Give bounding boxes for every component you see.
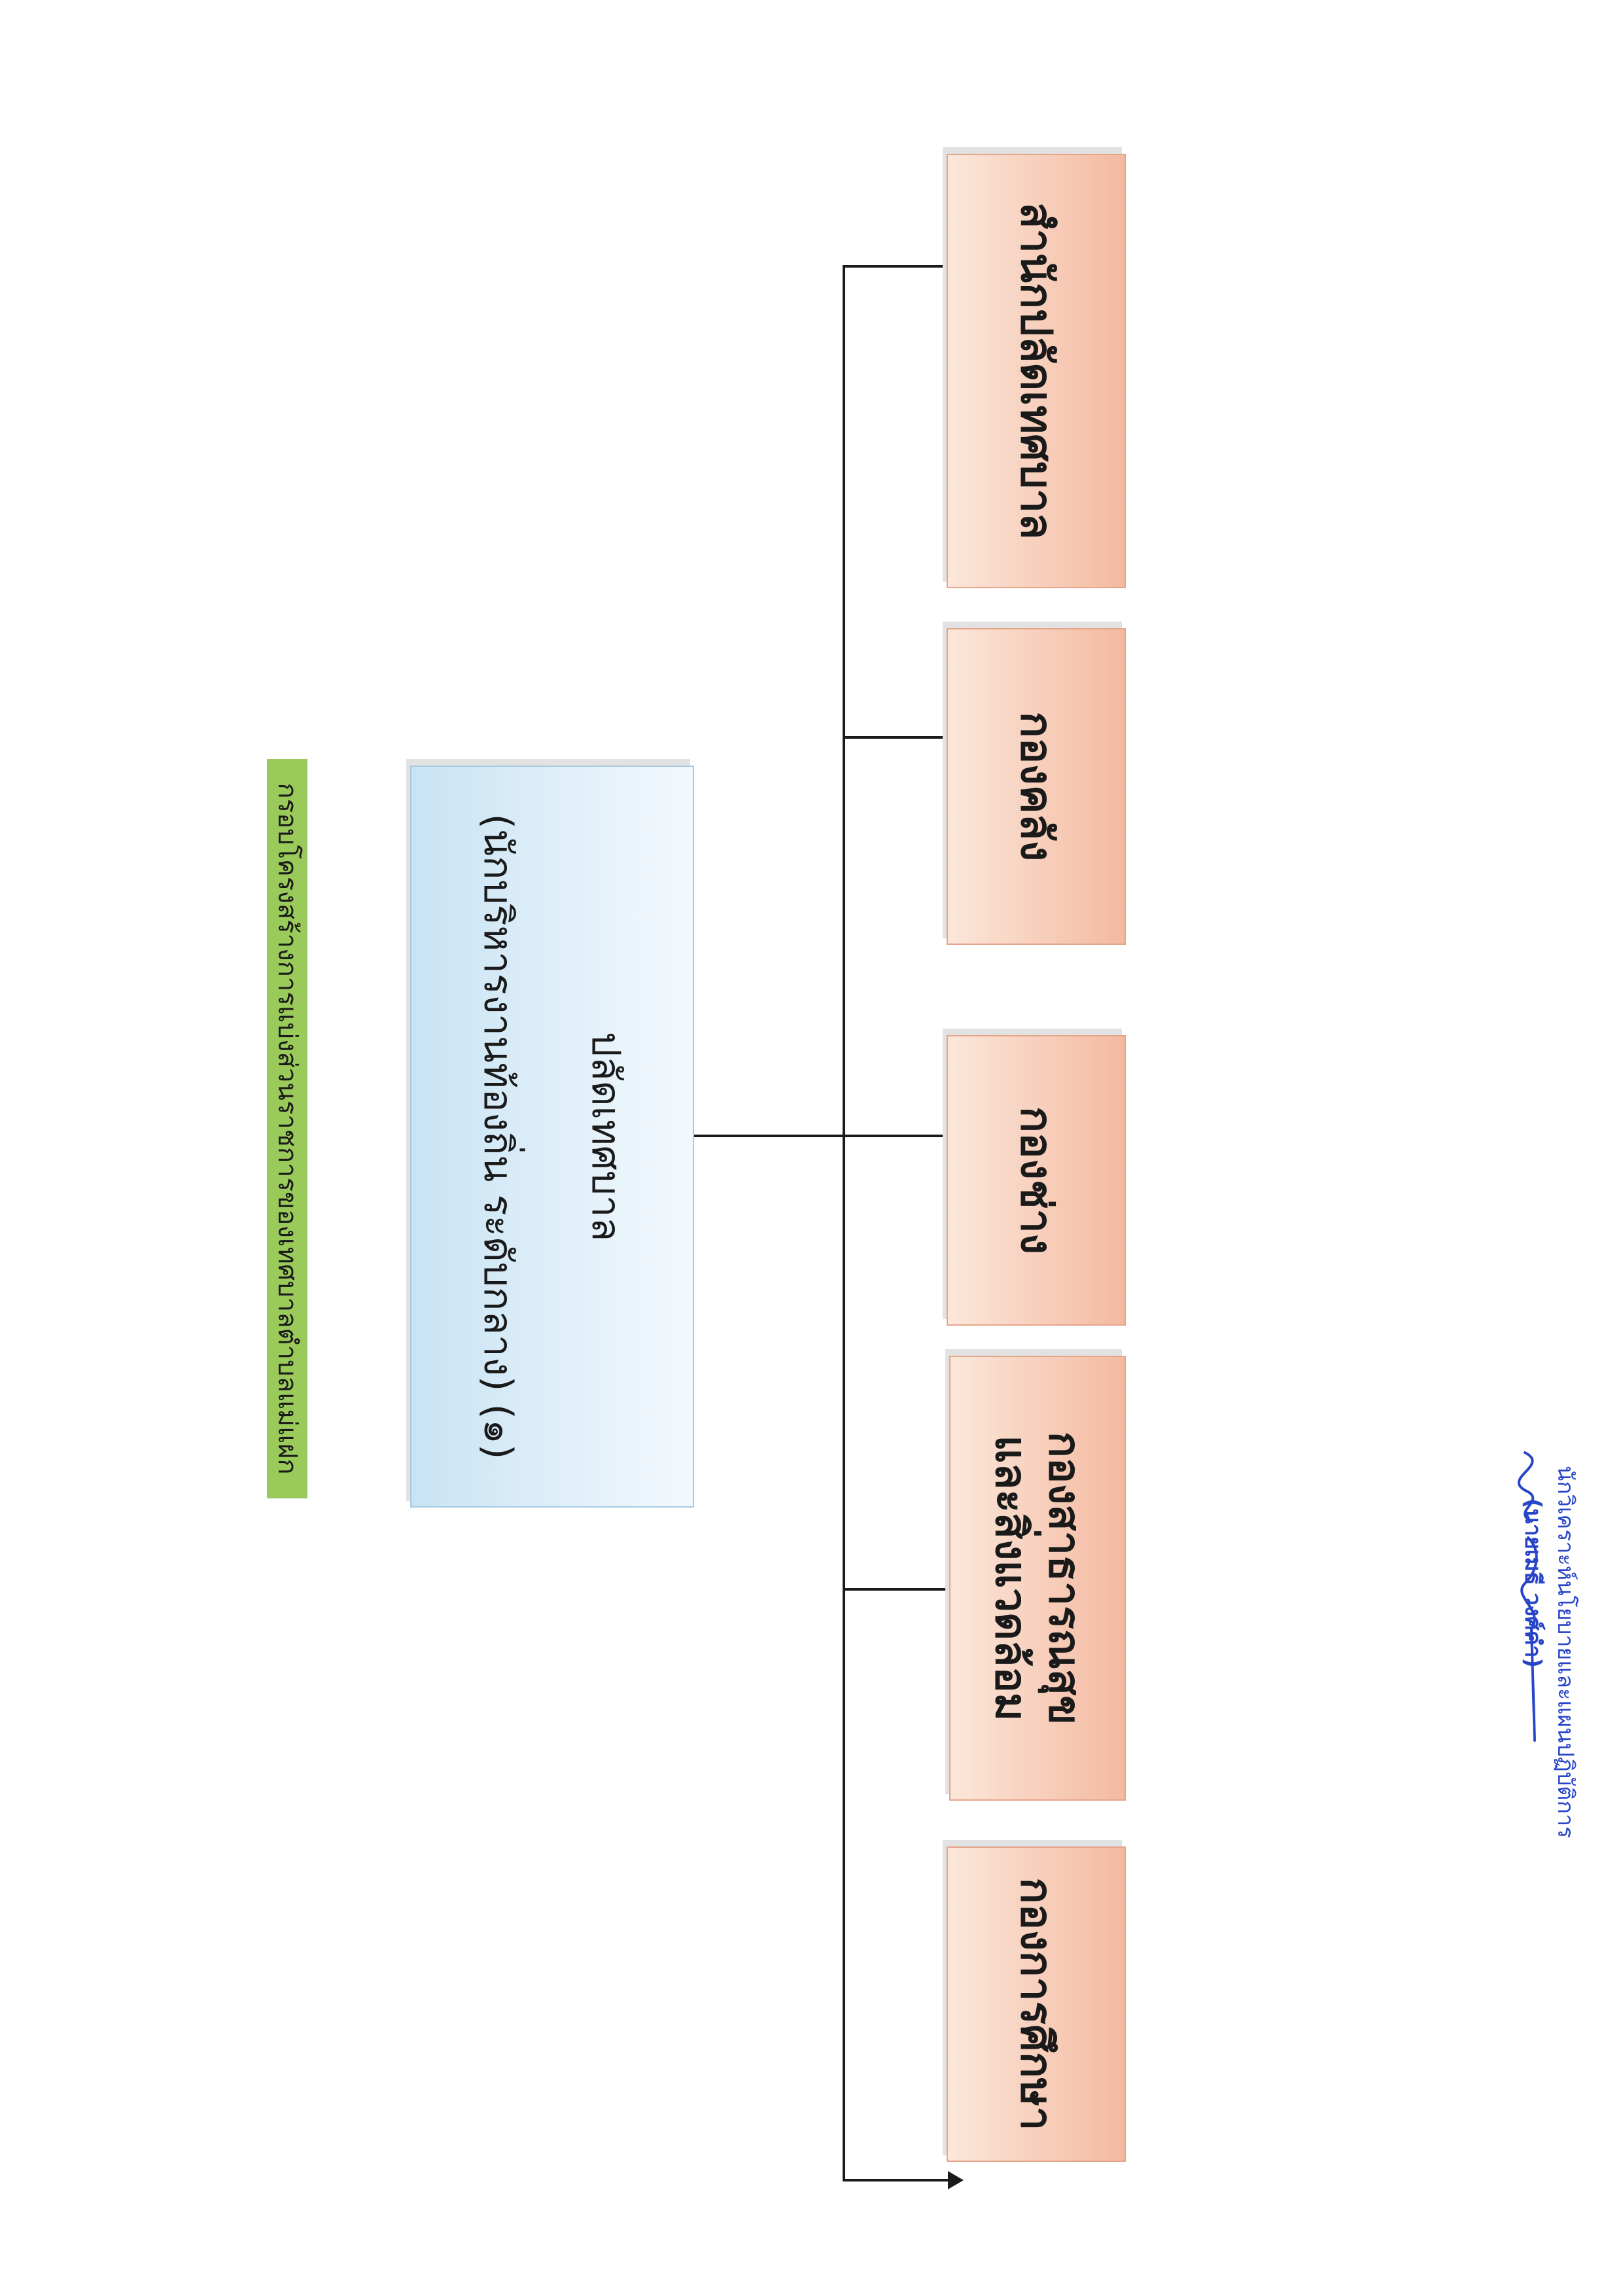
drop-line-1 bbox=[845, 265, 948, 268]
department-box-admin: สำนักปลัดเทศบาล bbox=[947, 154, 1126, 588]
department-box-health: กองสาธารณสุขและสิ่งแวดล้อม bbox=[949, 1356, 1126, 1801]
top-node-title: ปลัดเทศบาล bbox=[583, 1031, 629, 1242]
drop-line-4 bbox=[845, 1588, 948, 1591]
stem-line bbox=[694, 1135, 845, 1137]
top-node-subtitle: (นักบริหารงานท้องถิ่น ระดับกลาง) (๑) bbox=[475, 813, 521, 1460]
department-label: กองสาธารณสุขและสิ่งแวดล้อม bbox=[986, 1431, 1091, 1725]
signatory-position: นักวิเคราะห์นโยบายและแผนปฏิบัติการ bbox=[1552, 1466, 1579, 1839]
chart-title: กรอบโครงสร้างการแบ่งส่วนราชการของเทศบาลต… bbox=[267, 759, 307, 1498]
top-node-box: ปลัดเทศบาล (นักบริหารงานท้องถิ่น ระดับกล… bbox=[410, 766, 694, 1508]
signatory-name: (นายเมธี วงศ์คำ) bbox=[1520, 1498, 1546, 1669]
drop-line-5 bbox=[845, 2179, 948, 2181]
department-box-finance: กองคลัง bbox=[947, 628, 1126, 945]
bus-line bbox=[843, 265, 845, 2181]
drop-line-2 bbox=[845, 736, 948, 739]
department-box-engineering: กองช่าง bbox=[947, 1035, 1126, 1326]
department-label: กองคลัง bbox=[1011, 711, 1062, 862]
department-label: สำนักปลัดเทศบาล bbox=[1011, 202, 1062, 540]
department-label: กองช่าง bbox=[1011, 1106, 1062, 1254]
department-box-education: กองการศึกษา bbox=[947, 1846, 1126, 2162]
drop-line-3 bbox=[845, 1135, 948, 1137]
department-label: กองการศึกษา bbox=[1011, 1877, 1062, 2131]
signature-scribble bbox=[1517, 1451, 1538, 1742]
arrowhead-5 bbox=[948, 2171, 964, 2189]
